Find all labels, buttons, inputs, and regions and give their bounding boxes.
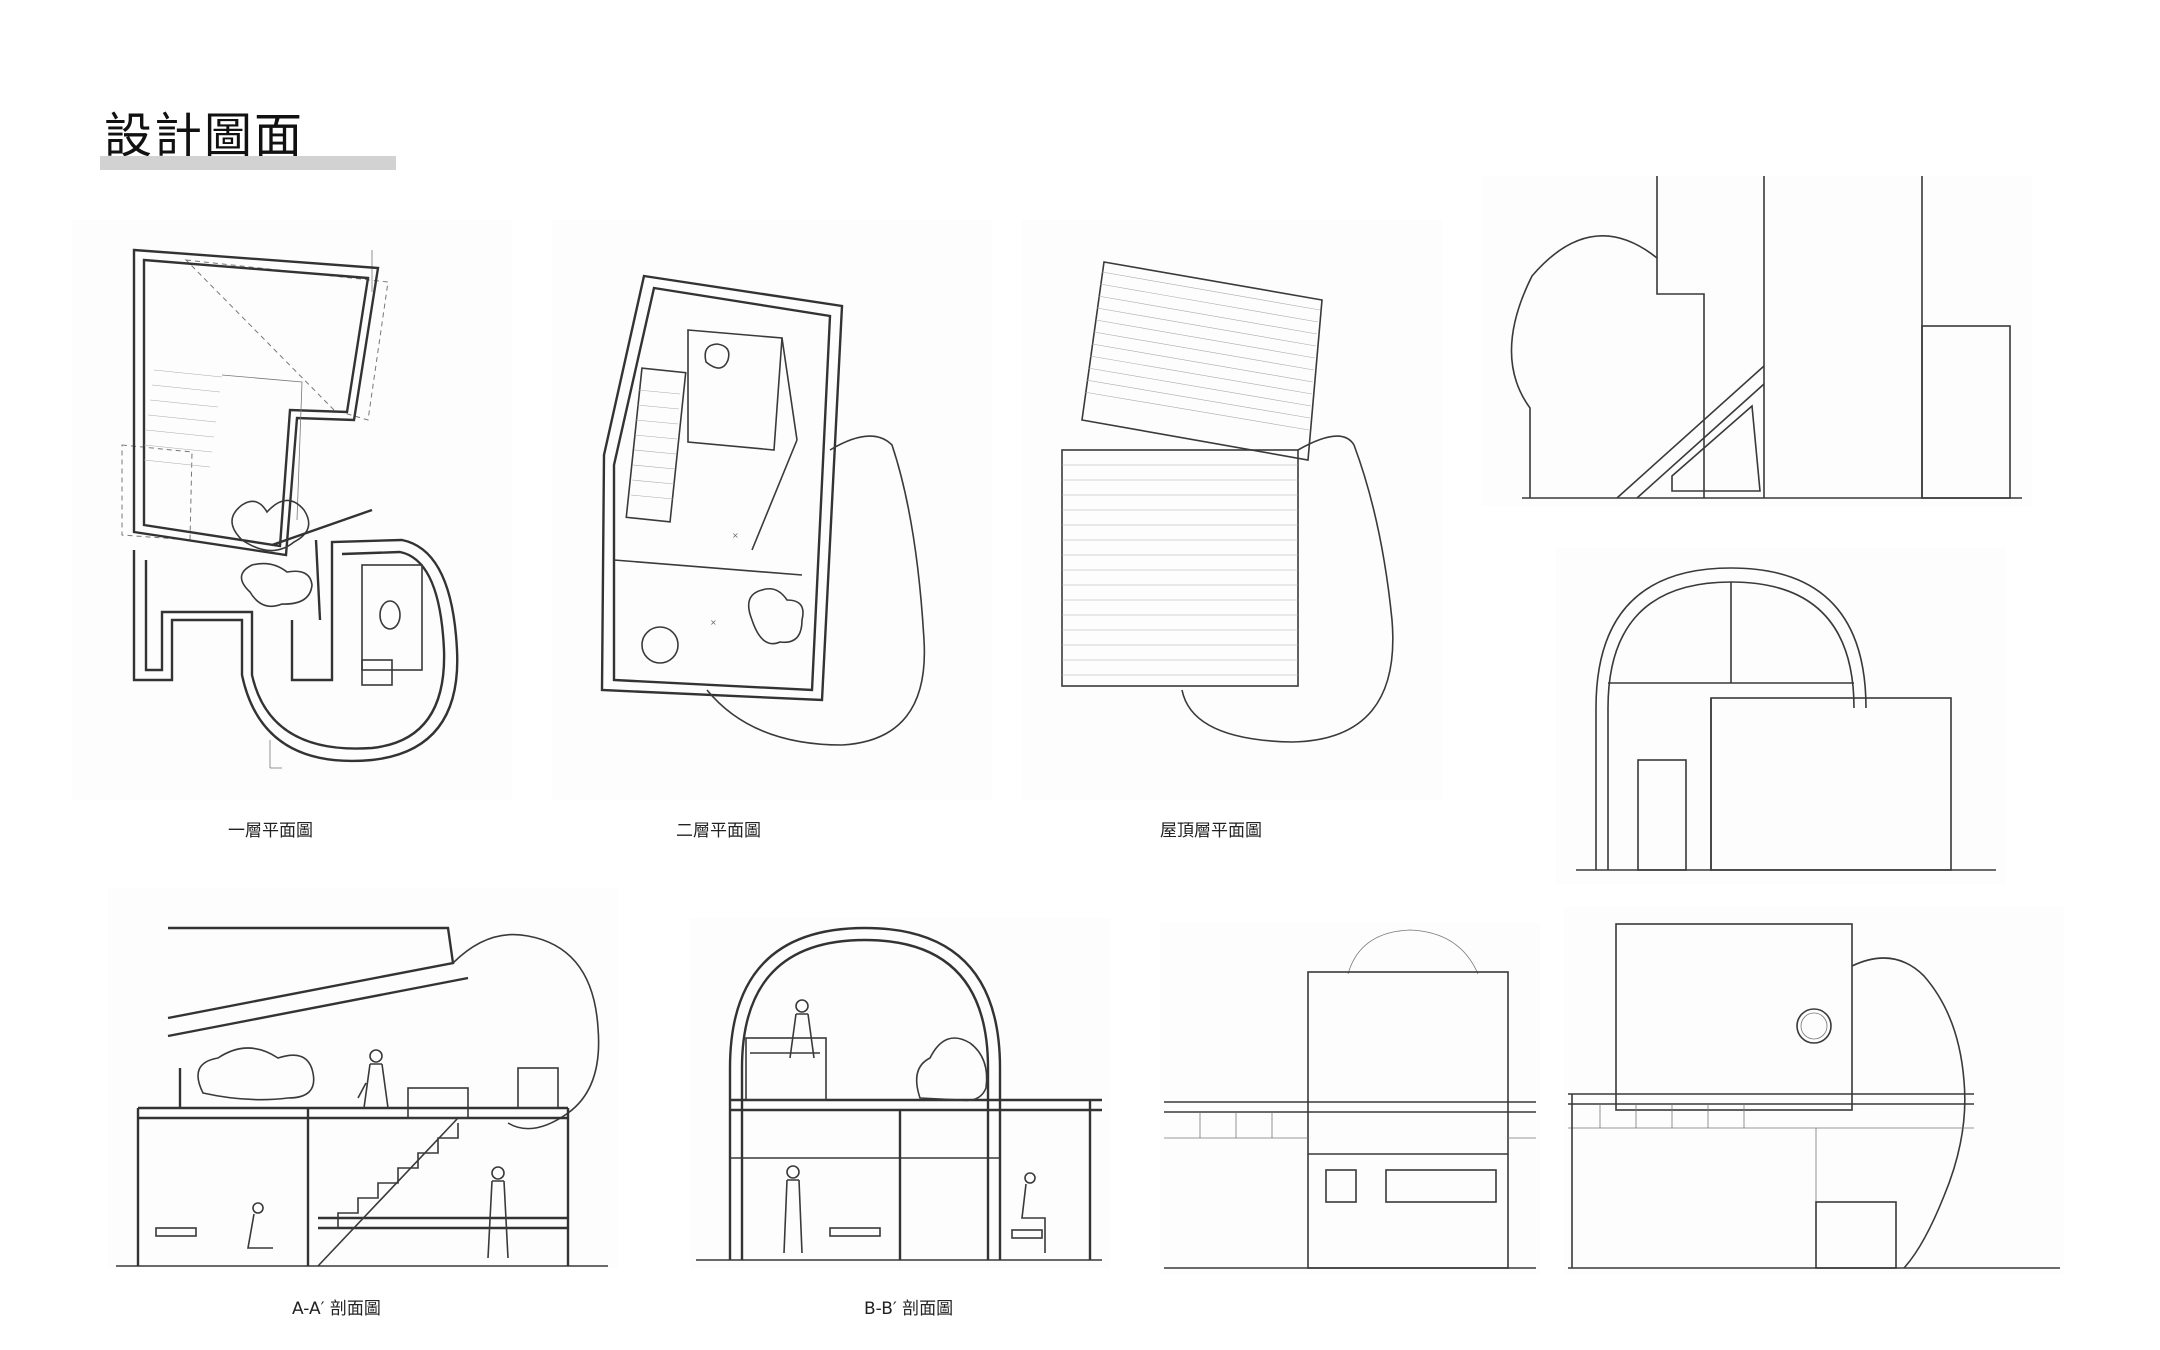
caption-first-floor: 一層平面圖: [228, 821, 313, 841]
elevation-bottom-center: [1160, 922, 1540, 1274]
caption-section-bb: B-B′ 剖面圖: [864, 1299, 954, 1319]
caption-section-aa: A-A′ 剖面圖: [292, 1299, 381, 1319]
page-title: 設計圖面: [104, 108, 305, 164]
roof-floor-plan: [1022, 220, 1442, 800]
first-floor-plan: [72, 220, 512, 800]
section-b-b: [690, 918, 1110, 1268]
section-a-a: [108, 888, 618, 1268]
title-underline: [100, 156, 396, 170]
caption-roof-plan: 屋頂層平面圖: [1160, 821, 1262, 841]
caption-second-floor: 二層平面圖: [676, 821, 761, 841]
svg-text:×: ×: [732, 531, 739, 540]
elevation-top-right: [1482, 176, 2032, 506]
elevation-bottom-right: [1564, 906, 2064, 1274]
elevation-middle-right: [1556, 548, 2006, 884]
svg-text:×: ×: [710, 618, 717, 627]
second-floor-plan: × ×: [552, 220, 992, 800]
